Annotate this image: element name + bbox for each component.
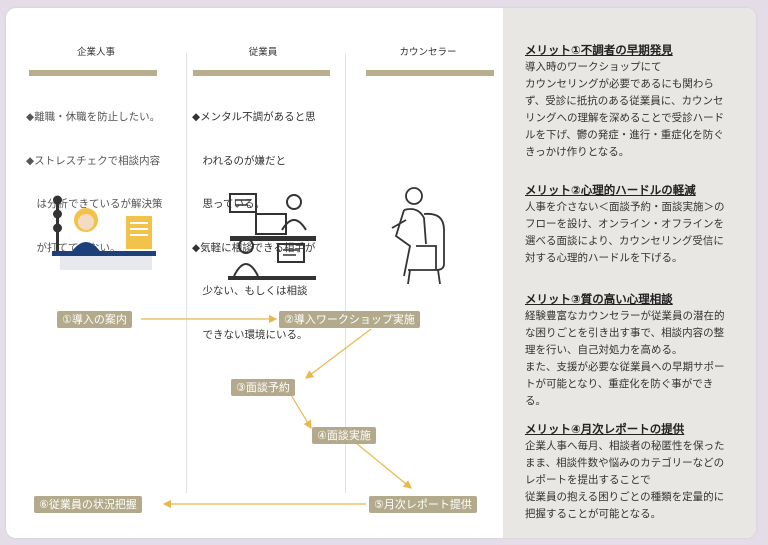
merits-panel <box>503 8 756 538</box>
merit-body: 人事を介さない＜面談予約・面談実施＞の フローを設け、オンライン・オフラインを … <box>525 199 747 267</box>
merit-title: メリット②心理的ハードルの軽減 <box>525 183 696 197</box>
counselor-illustration <box>391 187 445 285</box>
merit-line: 対する心理的ハードルを下げる。 <box>525 252 683 264</box>
merit-1: メリット①不調者の早期発見 導入時のワークショップにて カウンセリングが必要であ… <box>525 42 747 161</box>
column-bar-hr <box>29 70 157 76</box>
merit-line: 経験豊富なカウンセラーが従業員の潜在的 <box>525 310 725 322</box>
merit-line: トが可能となり、重症化を防ぐ事ができ <box>525 378 714 390</box>
arrow-step2-to-step3 <box>305 328 372 379</box>
merit-line: カウンセリングが必要であるにも関わら <box>525 78 714 90</box>
column-title-counselor: カウンセラー <box>399 47 457 58</box>
column-divider <box>186 53 187 493</box>
merit-line: フローを設け、オンライン・オフラインを <box>525 218 724 230</box>
hr-issue-line: ◆ストレスチェクで相談内容 <box>26 154 161 167</box>
arrow-step4-to-step5 <box>355 442 412 489</box>
hr-issue-line: ◆離職・休職を防止したい。 <box>26 111 161 123</box>
employee-issue-line: われるのが嫌だと <box>192 154 286 167</box>
column-bar-employee <box>193 70 330 76</box>
column-title-employee: 従業員 <box>248 47 278 58</box>
merit-line: 従業員の抱える困りごとの種類を定量的に <box>525 491 725 503</box>
merit-line: レポートを提出することで <box>525 474 651 486</box>
column-divider <box>345 53 346 493</box>
employees-desk-illustration <box>228 193 316 280</box>
step-2-label: ②導入ワークショップ実施 <box>279 311 420 328</box>
merit-line: ず、受診に抵抗のある従業員に、カウンセ <box>525 95 724 107</box>
merit-2: メリット②心理的ハードルの軽減 人事を介さない＜面談予約・面談実施＞の フローを… <box>525 182 747 267</box>
merit-line: 企業人事へ毎月、相談者の秘匿性を保った <box>525 440 725 452</box>
merit-line: また、支援が必要な従業員への早期サポー <box>525 361 725 373</box>
arrow-step3-to-step4 <box>290 394 312 430</box>
employee-issue-line: ◆メンタル不調があると思 <box>192 111 316 123</box>
flow-arrows <box>141 314 412 509</box>
merit-4: メリット④月次レポートの提供 企業人事へ毎月、相談者の秘匿性を保った まま、相談… <box>525 421 747 523</box>
merit-3: メリット③質の高い心理相談 経験豊富なカウンセラーが従業員の潜在的 な困りごとを… <box>525 291 747 410</box>
merit-title: メリット③質の高い心理相談 <box>525 292 673 306</box>
merit-body: 企業人事へ毎月、相談者の秘匿性を保った まま、相談件数や悩みのカテゴリーなどの … <box>525 438 747 523</box>
merit-line: 選べる面談により、カウンセリング受信に <box>525 235 724 247</box>
merit-line: まま、相談件数や悩みのカテゴリーなどの <box>525 457 725 469</box>
employee-issue-line: 少ない、もしくは相談 <box>192 285 308 297</box>
hr-receptionist-illustration <box>52 195 156 270</box>
merit-title: メリット④月次レポートの提供 <box>525 422 685 436</box>
step-3-label: ③面談予約 <box>231 379 295 396</box>
merit-line: る。 <box>525 395 546 407</box>
step-4-label: ④面談実施 <box>312 427 376 444</box>
merit-line: リングへの理解を深めることで受診ハード <box>525 112 725 124</box>
employee-issue-line: できない環境にいる。 <box>192 328 308 341</box>
merit-body: 導入時のワークショップにて カウンセリングが必要であるにも関わら ず、受診に抵抗… <box>525 59 747 161</box>
merit-line: 導入時のワークショップにて <box>525 61 662 73</box>
column-bar-counselor <box>366 70 494 76</box>
flow-diagram-card: 企業人事 従業員 カウンセラー ◆離職・休職を防止したい。 ◆ストレスチェクで相… <box>6 8 756 538</box>
merit-line: 把握することが可能となる。 <box>525 508 662 520</box>
column-title-hr: 企業人事 <box>76 47 115 58</box>
hr-issue-line: は分析できているが解決策 <box>26 198 163 210</box>
step-5-label: ⑤月次レポート提供 <box>369 496 477 513</box>
step-6-label: ⑥従業員の状況把握 <box>34 496 142 513</box>
merit-line: 理を行い、自己対処力を高める。 <box>525 344 683 356</box>
merit-title: メリット①不調者の早期発見 <box>525 43 673 57</box>
merit-line: 人事を介さない＜面談予約・面談実施＞の <box>525 201 725 213</box>
merit-body: 経験豊富なカウンセラーが従業員の潜在的 な困りごとを引き出す事で、相談内容の整 … <box>525 308 747 410</box>
merit-line: な困りごとを引き出す事で、相談内容の整 <box>525 327 725 339</box>
merit-line: ルを下げ、鬱の発症・進行・重症化を防ぐ <box>525 129 724 141</box>
step-1-label: ①導入の案内 <box>57 311 132 328</box>
merit-line: きっかけ作りとなる。 <box>525 146 630 158</box>
employee-issue-line: 思っている。 <box>192 198 265 210</box>
